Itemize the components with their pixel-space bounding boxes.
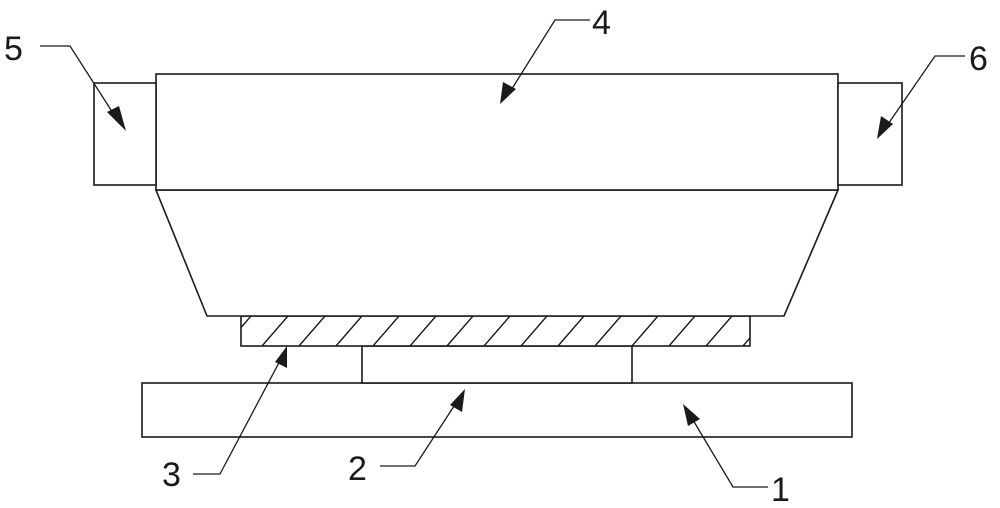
arrowhead-4 [500,82,516,104]
hatch-line [594,316,622,346]
hatch-line [372,316,400,346]
callout-label-2: 2 [348,450,367,488]
leader-line-6 [883,55,965,131]
support-block [361,345,633,384]
callout-label-3: 3 [162,456,181,494]
hatch-line [668,316,696,346]
hatch-line [631,316,659,346]
leader-line-3 [193,356,283,475]
arrowhead-1 [683,404,700,426]
callout-label-6: 6 [969,40,988,78]
main-body [155,73,839,191]
arrowhead-5 [107,106,126,131]
callout-label-1: 1 [771,471,790,508]
leader-line-1 [689,414,768,488]
hatch-line [742,336,750,346]
base-plate [141,382,853,438]
hatch-line [557,316,585,346]
right-side-block [837,82,903,186]
leader-line-2 [380,399,459,467]
hatch-pattern [241,316,750,346]
callout-label-4: 4 [592,4,611,42]
hatch-line [705,316,733,346]
arrowhead-6 [877,116,893,139]
hatch-line [298,316,326,346]
hatch-line [335,316,363,346]
hatch-line [446,316,474,346]
hatch-line [261,316,289,346]
hatch-line [409,316,437,346]
arrowhead-3 [275,346,287,368]
hatch-line [483,316,511,346]
tapered-housing [154,189,840,317]
hatch-line [520,316,548,346]
leader-line-4 [507,19,590,96]
hatch-line [241,316,252,329]
arrowhead-2 [450,389,465,412]
leader-line-5 [40,45,121,125]
hatched-pad [240,315,751,347]
callout-label-5: 5 [4,30,23,68]
